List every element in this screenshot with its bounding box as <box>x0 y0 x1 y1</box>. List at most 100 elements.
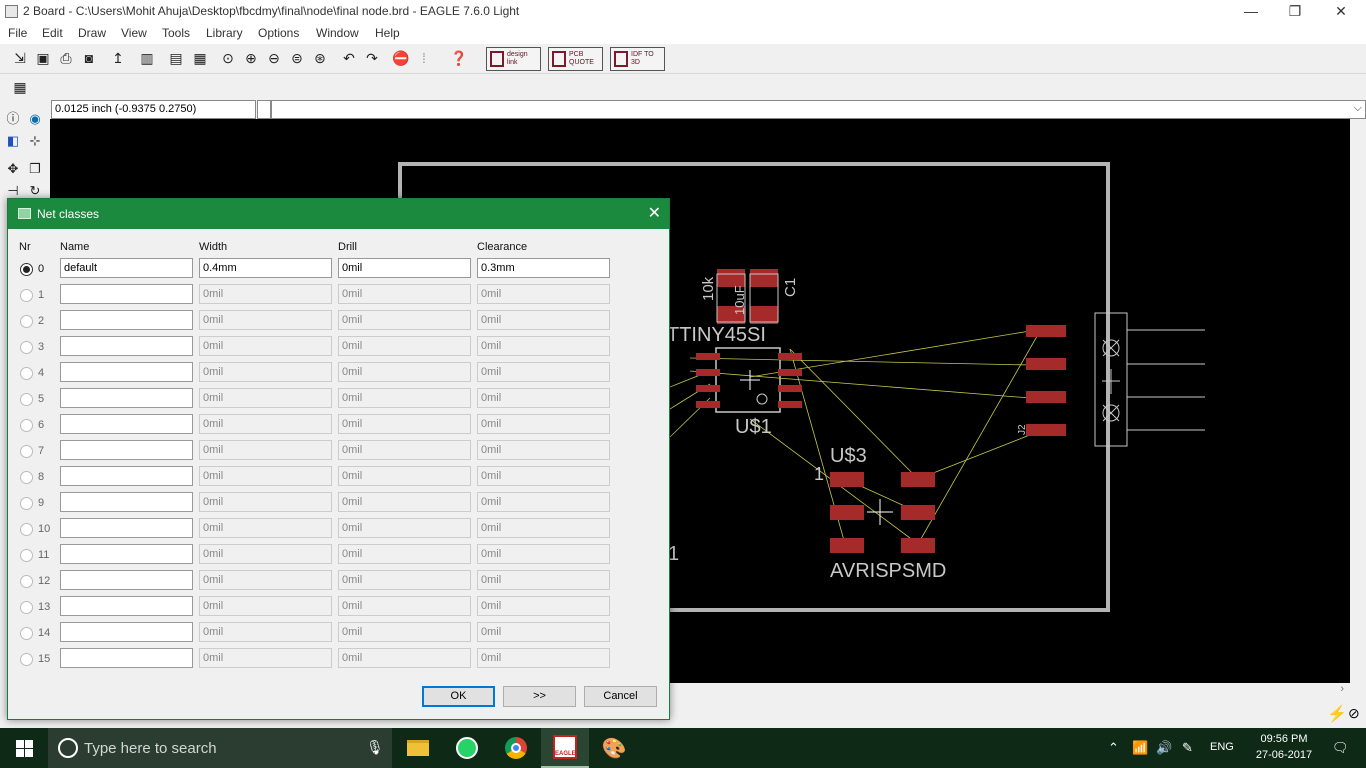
width-field[interactable]: 0.4mm <box>199 258 332 278</box>
chevron-right-icon[interactable]: › <box>1340 683 1344 695</box>
start-button[interactable] <box>0 728 48 768</box>
clock-time[interactable]: 09:56 PM <box>1260 733 1308 745</box>
language-indicator[interactable]: ENG <box>1210 741 1234 753</box>
row-radio[interactable] <box>20 549 33 562</box>
name-field[interactable] <box>60 336 193 356</box>
rotate-icon[interactable]: ↻ <box>29 183 41 198</box>
stop-status-icon[interactable]: ⊘ <box>1348 705 1360 721</box>
menu-edit[interactable]: Edit <box>42 26 63 40</box>
cancel-button[interactable]: Cancel <box>584 686 657 707</box>
close-window-button[interactable]: ✕ <box>1335 3 1347 19</box>
row-radio[interactable] <box>20 601 33 614</box>
zoom-select-icon[interactable]: ⊛ <box>314 49 326 66</box>
name-field[interactable] <box>60 648 193 668</box>
row-radio[interactable] <box>20 289 33 302</box>
pcb-quote-button[interactable]: PCB QUOTE <box>548 47 603 71</box>
name-field[interactable] <box>60 622 193 642</box>
whatsapp-app[interactable] <box>443 728 491 768</box>
vertical-scrollbar[interactable] <box>1350 119 1366 683</box>
menu-options[interactable]: Options <box>258 26 300 40</box>
more-button[interactable]: >> <box>503 686 576 707</box>
name-field[interactable]: default <box>60 258 193 278</box>
command-input[interactable]: ⌵ <box>271 100 1366 119</box>
script-icon[interactable]: ↥ <box>112 49 124 66</box>
taskbar-search[interactable]: Type here to search 🎙 <box>48 728 392 768</box>
eagle-app[interactable]: EAGLE <box>541 728 589 768</box>
row-radio[interactable] <box>20 627 33 640</box>
go-icon[interactable]: ⁞ <box>422 50 426 66</box>
row-radio[interactable] <box>20 393 33 406</box>
row-radio[interactable] <box>20 315 33 328</box>
name-field[interactable] <box>60 492 193 512</box>
name-field[interactable] <box>60 570 193 590</box>
menu-help[interactable]: Help <box>375 26 400 40</box>
clock-date[interactable]: 27-06-2017 <box>1255 749 1313 761</box>
chrome-app[interactable] <box>492 728 540 768</box>
name-field[interactable] <box>60 310 193 330</box>
chevron-up-icon[interactable]: ⌃ <box>1108 740 1119 755</box>
menu-library[interactable]: Library <box>206 26 243 40</box>
row-radio[interactable] <box>20 575 33 588</box>
grid-icon[interactable]: ▦ <box>13 78 27 95</box>
notification-icon[interactable]: 🗨 <box>1332 740 1349 755</box>
save-icon[interactable]: ▣ <box>36 49 50 66</box>
chevron-down-icon[interactable]: ⌵ <box>1353 102 1362 114</box>
design-link-button[interactable]: design link <box>486 47 541 71</box>
row-radio[interactable] <box>20 419 33 432</box>
ulp-icon[interactable]: ▥ <box>140 49 154 66</box>
name-field[interactable] <box>60 388 193 408</box>
copy-icon[interactable]: ❐ <box>29 161 41 176</box>
stop-icon[interactable]: ⛔ <box>392 49 410 66</box>
row-radio[interactable] <box>20 523 33 536</box>
display-layers-icon[interactable]: ◧ <box>6 133 20 148</box>
name-field[interactable] <box>60 518 193 538</box>
clearance-field[interactable]: 0.3mm <box>477 258 610 278</box>
menu-tools[interactable]: Tools <box>162 26 191 40</box>
menu-view[interactable]: View <box>121 26 147 40</box>
mark-icon[interactable]: ⊹ <box>29 133 41 148</box>
zoom-fit-icon[interactable]: ⊙ <box>222 49 234 66</box>
zoom-redraw-icon[interactable]: ⊜ <box>291 49 303 66</box>
row-radio[interactable] <box>20 341 33 354</box>
row-radio[interactable] <box>20 367 33 380</box>
redo-icon[interactable]: ↷ <box>366 49 378 66</box>
ok-button[interactable]: OK <box>422 686 495 707</box>
file-explorer-app[interactable] <box>394 728 442 768</box>
row-radio[interactable] <box>20 445 33 458</box>
board-icon[interactable]: ▦ <box>193 49 207 66</box>
menu-draw[interactable]: Draw <box>78 26 107 40</box>
row-radio[interactable] <box>20 471 33 484</box>
row-radio[interactable] <box>20 497 33 510</box>
minimize-button[interactable]: — <box>1244 3 1258 19</box>
name-field[interactable] <box>60 466 193 486</box>
zoom-out-icon[interactable]: ⊖ <box>268 49 280 66</box>
info-icon[interactable]: ⓘ <box>6 111 20 126</box>
name-field[interactable] <box>60 596 193 616</box>
menu-file[interactable]: File <box>8 26 28 40</box>
name-field[interactable] <box>60 544 193 564</box>
menu-window[interactable]: Window <box>316 26 359 40</box>
horizontal-scrollbar[interactable]: › <box>670 683 1350 700</box>
name-field[interactable] <box>60 284 193 304</box>
name-field[interactable] <box>60 362 193 382</box>
row-radio[interactable] <box>20 263 33 276</box>
mirror-icon[interactable]: ⊣ <box>7 183 19 198</box>
print-icon[interactable]: ⎙ <box>60 49 72 66</box>
move-icon[interactable]: ✥ <box>7 161 19 176</box>
paint-app[interactable]: 🎨 <box>590 728 638 768</box>
open-icon[interactable]: ⇲ <box>14 49 26 66</box>
name-field[interactable] <box>60 440 193 460</box>
pen-icon[interactable]: ✎ <box>1182 740 1193 755</box>
microphone-icon[interactable]: 🎙 <box>366 739 384 755</box>
schematic-switch-icon[interactable]: ▤ <box>169 49 183 66</box>
undo-icon[interactable]: ↶ <box>343 49 355 66</box>
dialog-close-icon[interactable]: ✕ <box>647 205 661 222</box>
cam-icon[interactable]: ◙ <box>84 50 94 66</box>
restore-button[interactable]: ❐ <box>1288 3 1302 19</box>
help-icon[interactable]: ❓ <box>450 49 468 66</box>
name-field[interactable] <box>60 414 193 434</box>
wifi-icon[interactable]: 📶 <box>1132 740 1149 755</box>
show-icon[interactable]: ◉ <box>29 111 41 126</box>
drill-field[interactable]: 0mil <box>338 258 471 278</box>
idf-to-3d-button[interactable]: IDF TO 3D <box>610 47 665 71</box>
